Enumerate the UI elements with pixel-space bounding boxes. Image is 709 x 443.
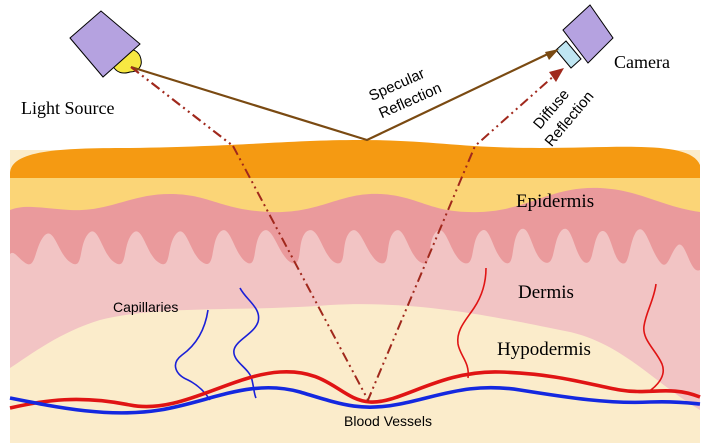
light-source [69,10,142,78]
epidermis-layer [10,172,700,213]
specular-arrowhead [545,49,559,60]
blood-vessels-label: Blood Vessels [344,413,432,429]
epidermis-label: Epidermis [516,191,594,212]
capillaries-label: Capillaries [113,299,178,315]
capillary-right-2 [643,283,664,393]
diffuse-arrowhead [549,68,564,82]
hypodermis-label: Hypodermis [497,339,591,360]
light-source-body [69,10,141,78]
specular-ray [130,51,553,142]
light-source-label: Light Source [21,98,114,118]
capillary-center [233,287,260,399]
capillary-right-1 [456,267,487,379]
camera [555,4,614,69]
dermis-label: Dermis [518,282,574,303]
subsurface-path [232,73,557,403]
capillary-left [174,309,211,401]
stratum-corneum-layer [10,140,700,178]
camera-label: Camera [614,52,670,72]
specular-reflection-label: Specular Reflection [366,65,444,122]
dermis-layer [10,175,700,410]
diffuse-reflection-label: Diffuse Reflection [530,86,597,150]
incident-ray [130,66,234,147]
camera-lens [555,40,582,69]
blood-vessel-red [9,370,701,410]
camera-body [562,4,614,64]
blood-vessel-blue [9,385,701,415]
